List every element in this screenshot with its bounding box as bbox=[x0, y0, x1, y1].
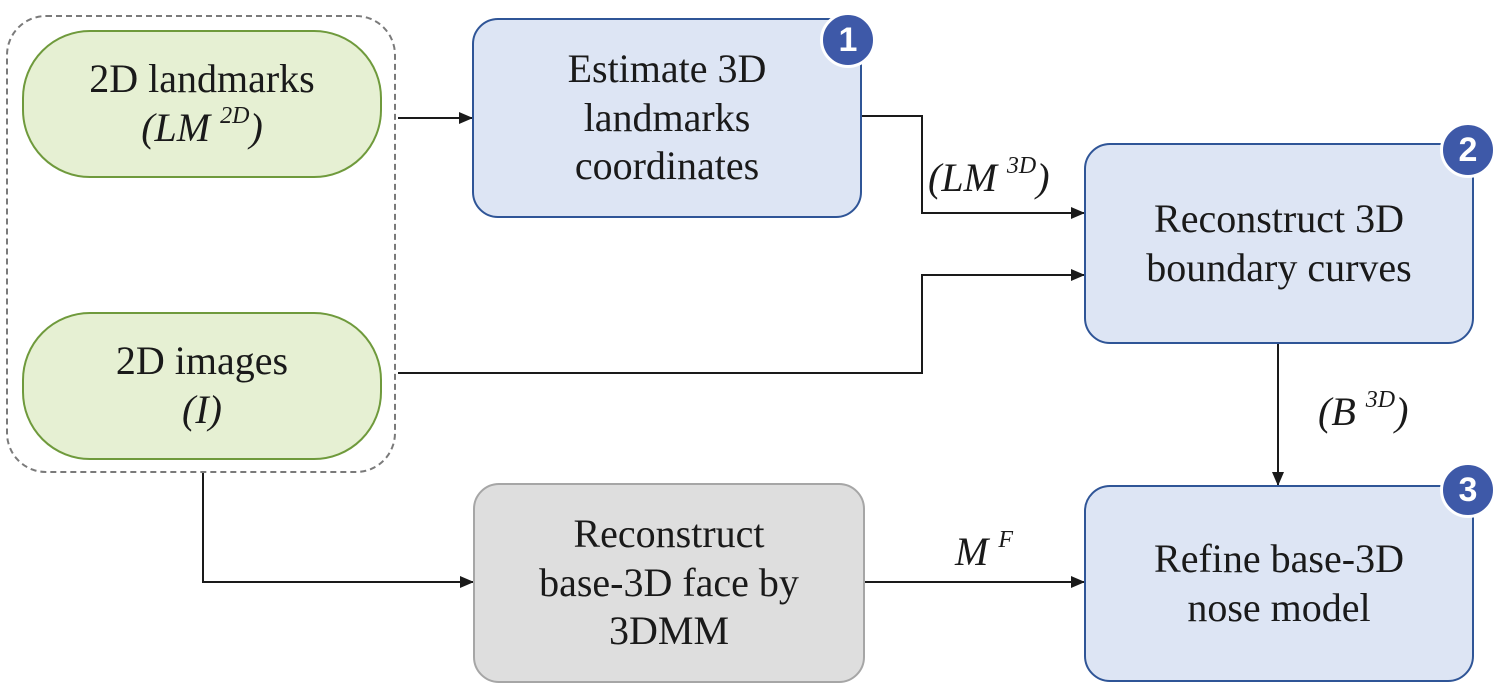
node-face-line-1: Reconstruct bbox=[573, 510, 765, 556]
arrow-images-to-curves bbox=[398, 269, 1085, 374]
node-refine-line-1: Refine base-3D bbox=[1154, 535, 1404, 581]
arrow-estimate-to-curves bbox=[862, 115, 1085, 219]
node-reconstruct-curves: Reconstruct 3D boundary curves bbox=[1084, 143, 1474, 344]
node-estimate-line-1: Estimate 3D bbox=[567, 45, 767, 91]
edge-label-mf: M F bbox=[955, 527, 1013, 574]
node-face-line-2: base-3D face by bbox=[539, 559, 799, 605]
step-badge-2: 2 bbox=[1440, 122, 1496, 178]
node-2d-landmarks-title: 2D landmarks bbox=[89, 56, 315, 102]
arrow-images-to-face bbox=[202, 473, 474, 588]
node-refine-nose: Refine base-3D nose model bbox=[1084, 485, 1474, 682]
step-badge-3: 3 bbox=[1440, 462, 1496, 518]
node-curves-line-2: boundary curves bbox=[1146, 244, 1412, 290]
node-2d-images-symbol: (I) bbox=[182, 387, 222, 432]
edge-label-lm3d: (LM 3D) bbox=[928, 153, 1050, 200]
node-2d-landmarks: 2D landmarks (LM 2D) bbox=[22, 30, 382, 178]
node-estimate-line-2: landmarks bbox=[583, 94, 751, 140]
node-estimate-landmarks: Estimate 3D landmarks coordinates bbox=[472, 18, 862, 218]
step-badge-1: 1 bbox=[820, 12, 876, 68]
node-refine-line-2: nose model bbox=[1187, 584, 1371, 630]
input-group-frame bbox=[6, 15, 396, 473]
node-2d-landmarks-symbol: (LM 2D) bbox=[141, 103, 263, 150]
node-2d-images-title: 2D images bbox=[115, 338, 289, 384]
node-curves-line-1: Reconstruct 3D bbox=[1154, 195, 1404, 241]
node-reconstruct-face: Reconstruct base-3D face by 3DMM bbox=[473, 483, 865, 683]
node-estimate-line-3: coordinates bbox=[574, 143, 760, 189]
edge-label-b3d: (B 3D) bbox=[1318, 387, 1409, 434]
node-face-line-3: 3DMM bbox=[608, 608, 730, 654]
node-2d-images: 2D images (I) bbox=[22, 312, 382, 460]
